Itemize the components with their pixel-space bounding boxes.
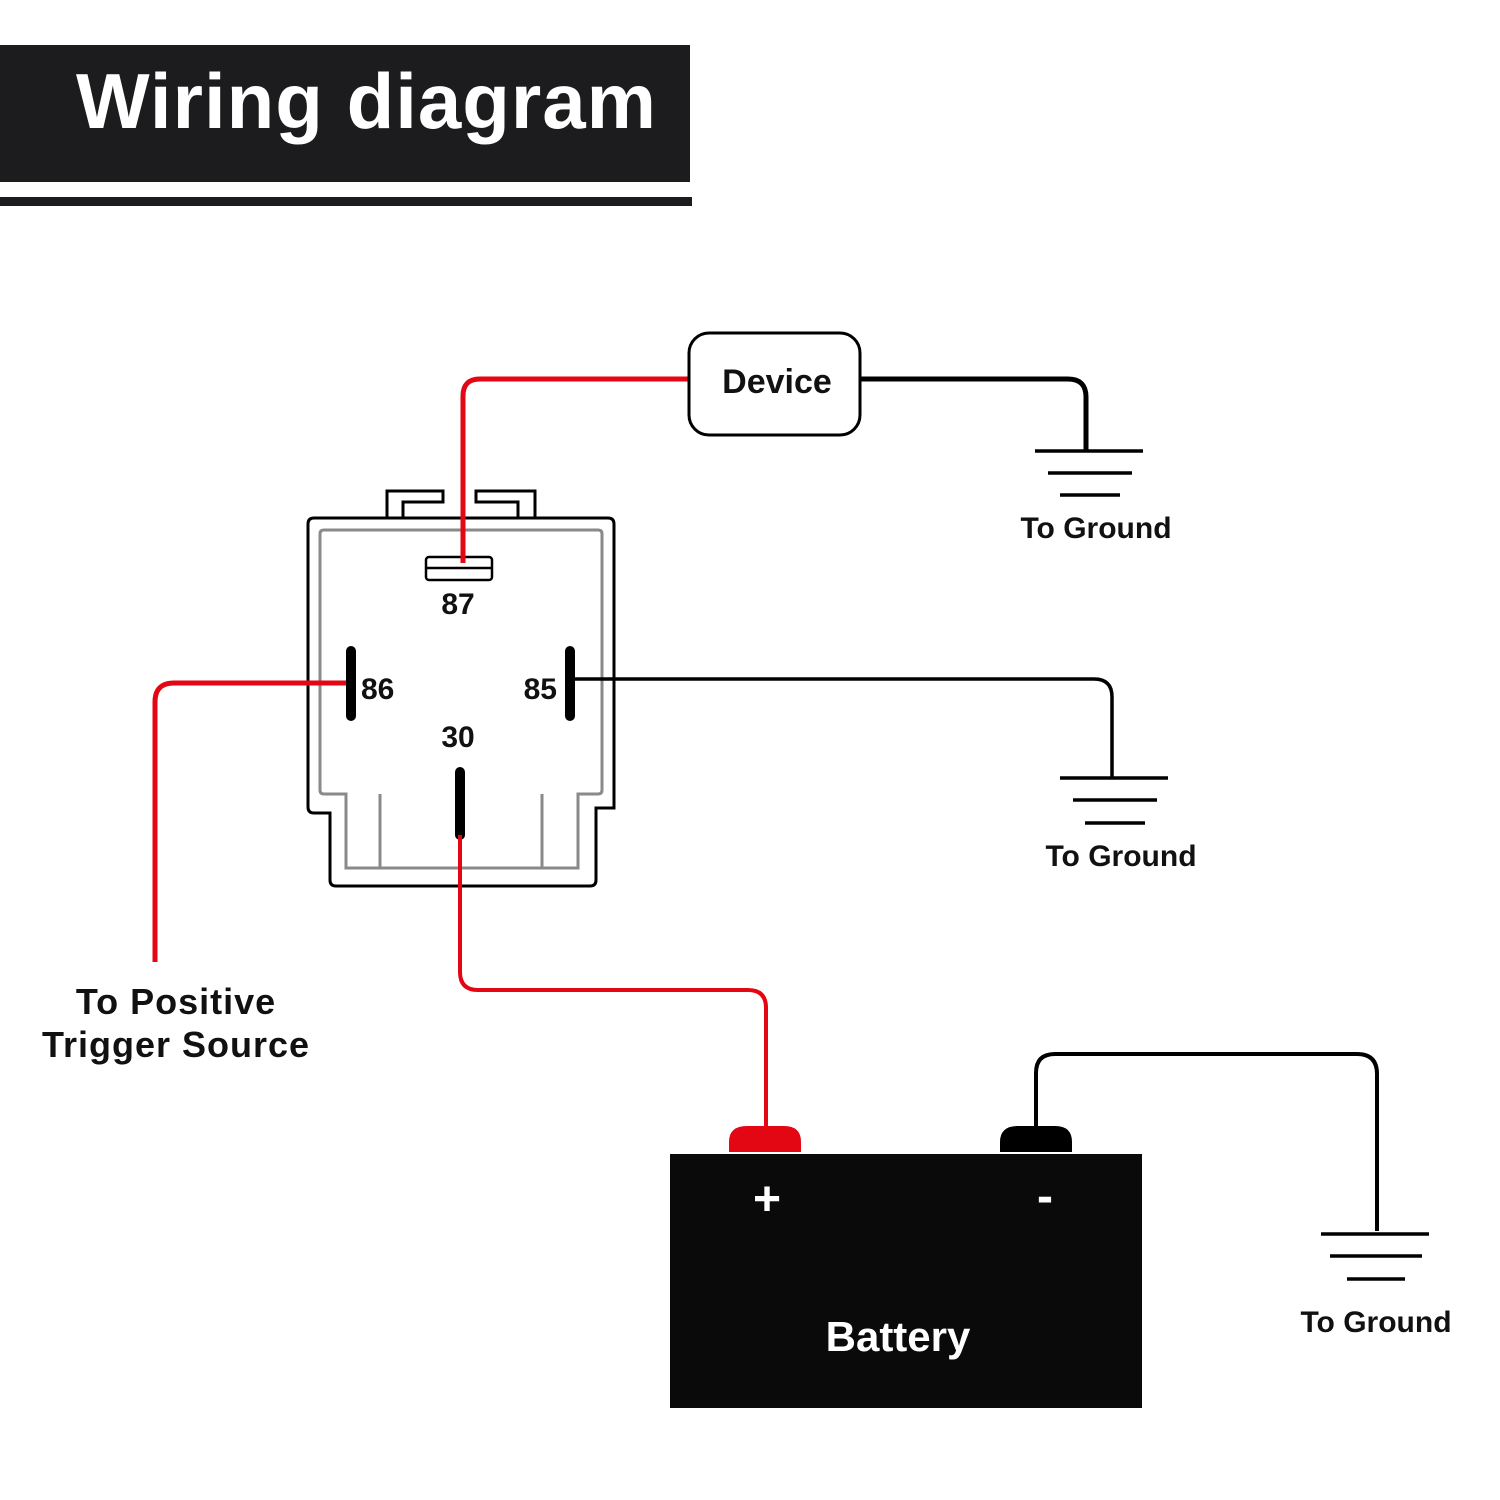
battery-label: Battery (826, 1313, 971, 1360)
wire-device-to-ground (860, 376, 1089, 450)
battery-ground-label: To Ground (1300, 1306, 1451, 1339)
trigger-source-label: To Positive Trigger Source (42, 981, 310, 1065)
wire-87-to-device (460, 376, 689, 563)
battery-positive-symbol: + (753, 1173, 781, 1226)
pin-30-label: 30 (441, 721, 474, 754)
device-box-outline (687, 331, 862, 437)
ground-symbol-device: To Ground (1020, 449, 1172, 545)
wire-85-to-ground (575, 677, 1114, 778)
device-ground-label: To Ground (1020, 512, 1171, 545)
wire-30-to-battery-positive (458, 835, 768, 1130)
relay-top-tab-left (385, 489, 445, 517)
relay-outer-outline (306, 516, 616, 888)
battery-negative-symbol: - (1037, 1170, 1053, 1223)
relay-top-tab-right (474, 489, 537, 517)
pin85-ground-label: To Ground (1045, 840, 1196, 873)
relay: 87 86 85 30 (306, 489, 616, 888)
title-underline (0, 197, 692, 206)
battery-body (670, 1154, 1142, 1408)
pin-86-label: 86 (361, 673, 394, 706)
battery-negative-terminal (1000, 1126, 1072, 1152)
relay-inner-outline (318, 528, 604, 870)
battery: + - Battery (670, 1126, 1142, 1408)
trigger-label-line2: Trigger Source (42, 1024, 310, 1065)
pin-85-label: 85 (524, 673, 557, 706)
wire-86-to-trigger (152, 680, 346, 962)
device-label: Device (722, 363, 832, 401)
title-banner (0, 45, 690, 182)
trigger-label-line1: To Positive (76, 981, 276, 1022)
pin-87-label: 87 (441, 588, 474, 621)
device-box: Device (687, 331, 862, 437)
page-title: Wiring diagram (76, 57, 658, 145)
ground-symbol-pin85: To Ground (1045, 776, 1197, 873)
battery-positive-terminal (729, 1126, 801, 1152)
wire-battery-negative-to-ground (1034, 1052, 1379, 1231)
ground-symbol-battery: To Ground (1300, 1232, 1452, 1339)
